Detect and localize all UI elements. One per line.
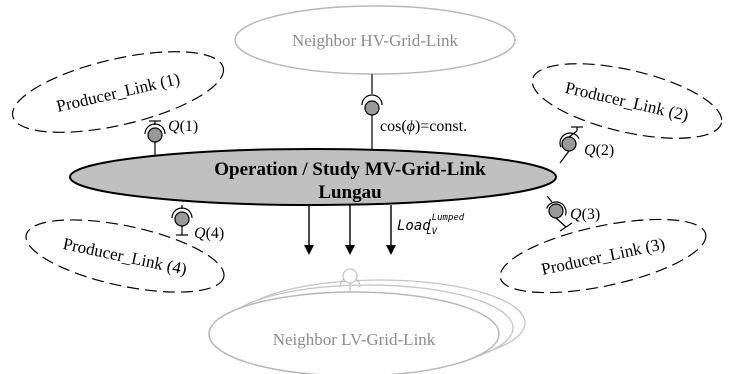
q4-label: Q(4) (194, 225, 224, 242)
q4-interface: Q(4) (171, 205, 224, 242)
q3-interface: Q(3) (546, 195, 600, 232)
producer-link-3-node: Producer_Link (3) (499, 218, 707, 294)
neighbor-hv-label: Neighbor HV-Grid-Link (292, 31, 459, 50)
producer-link-1-node: Producer_Link (1) (11, 51, 225, 133)
main-mv-node: Operation / Study MV-Grid-Link Lungau (69, 148, 557, 206)
q1-label: Q(1) (168, 118, 198, 135)
hv-interface: cos(ϕ)=const. (361, 74, 467, 152)
hv-cosphi-label: cos(ϕ)=const. (380, 118, 467, 135)
main-node-subtitle: Lungau (318, 182, 382, 203)
q2-label: Q(2) (584, 142, 614, 159)
q3-label: Q(3) (570, 206, 600, 223)
producer-link-2-node: Producer_Link (2) (531, 63, 723, 139)
producer-link-4-node: Producer_Link (4) (25, 219, 225, 293)
neighbor-hv-node: Neighbor HV-Grid-Link (234, 5, 516, 75)
neighbor-lv-node: Neighbor LV-Grid-Link (208, 268, 526, 374)
main-node-title: Operation / Study MV-Grid-Link (214, 159, 486, 180)
lv-interface (339, 268, 361, 292)
q1-interface: Q(1) (144, 118, 198, 158)
q2-interface: Q(2) (559, 126, 614, 164)
neighbor-lv-label: Neighbor LV-Grid-Link (273, 330, 436, 349)
